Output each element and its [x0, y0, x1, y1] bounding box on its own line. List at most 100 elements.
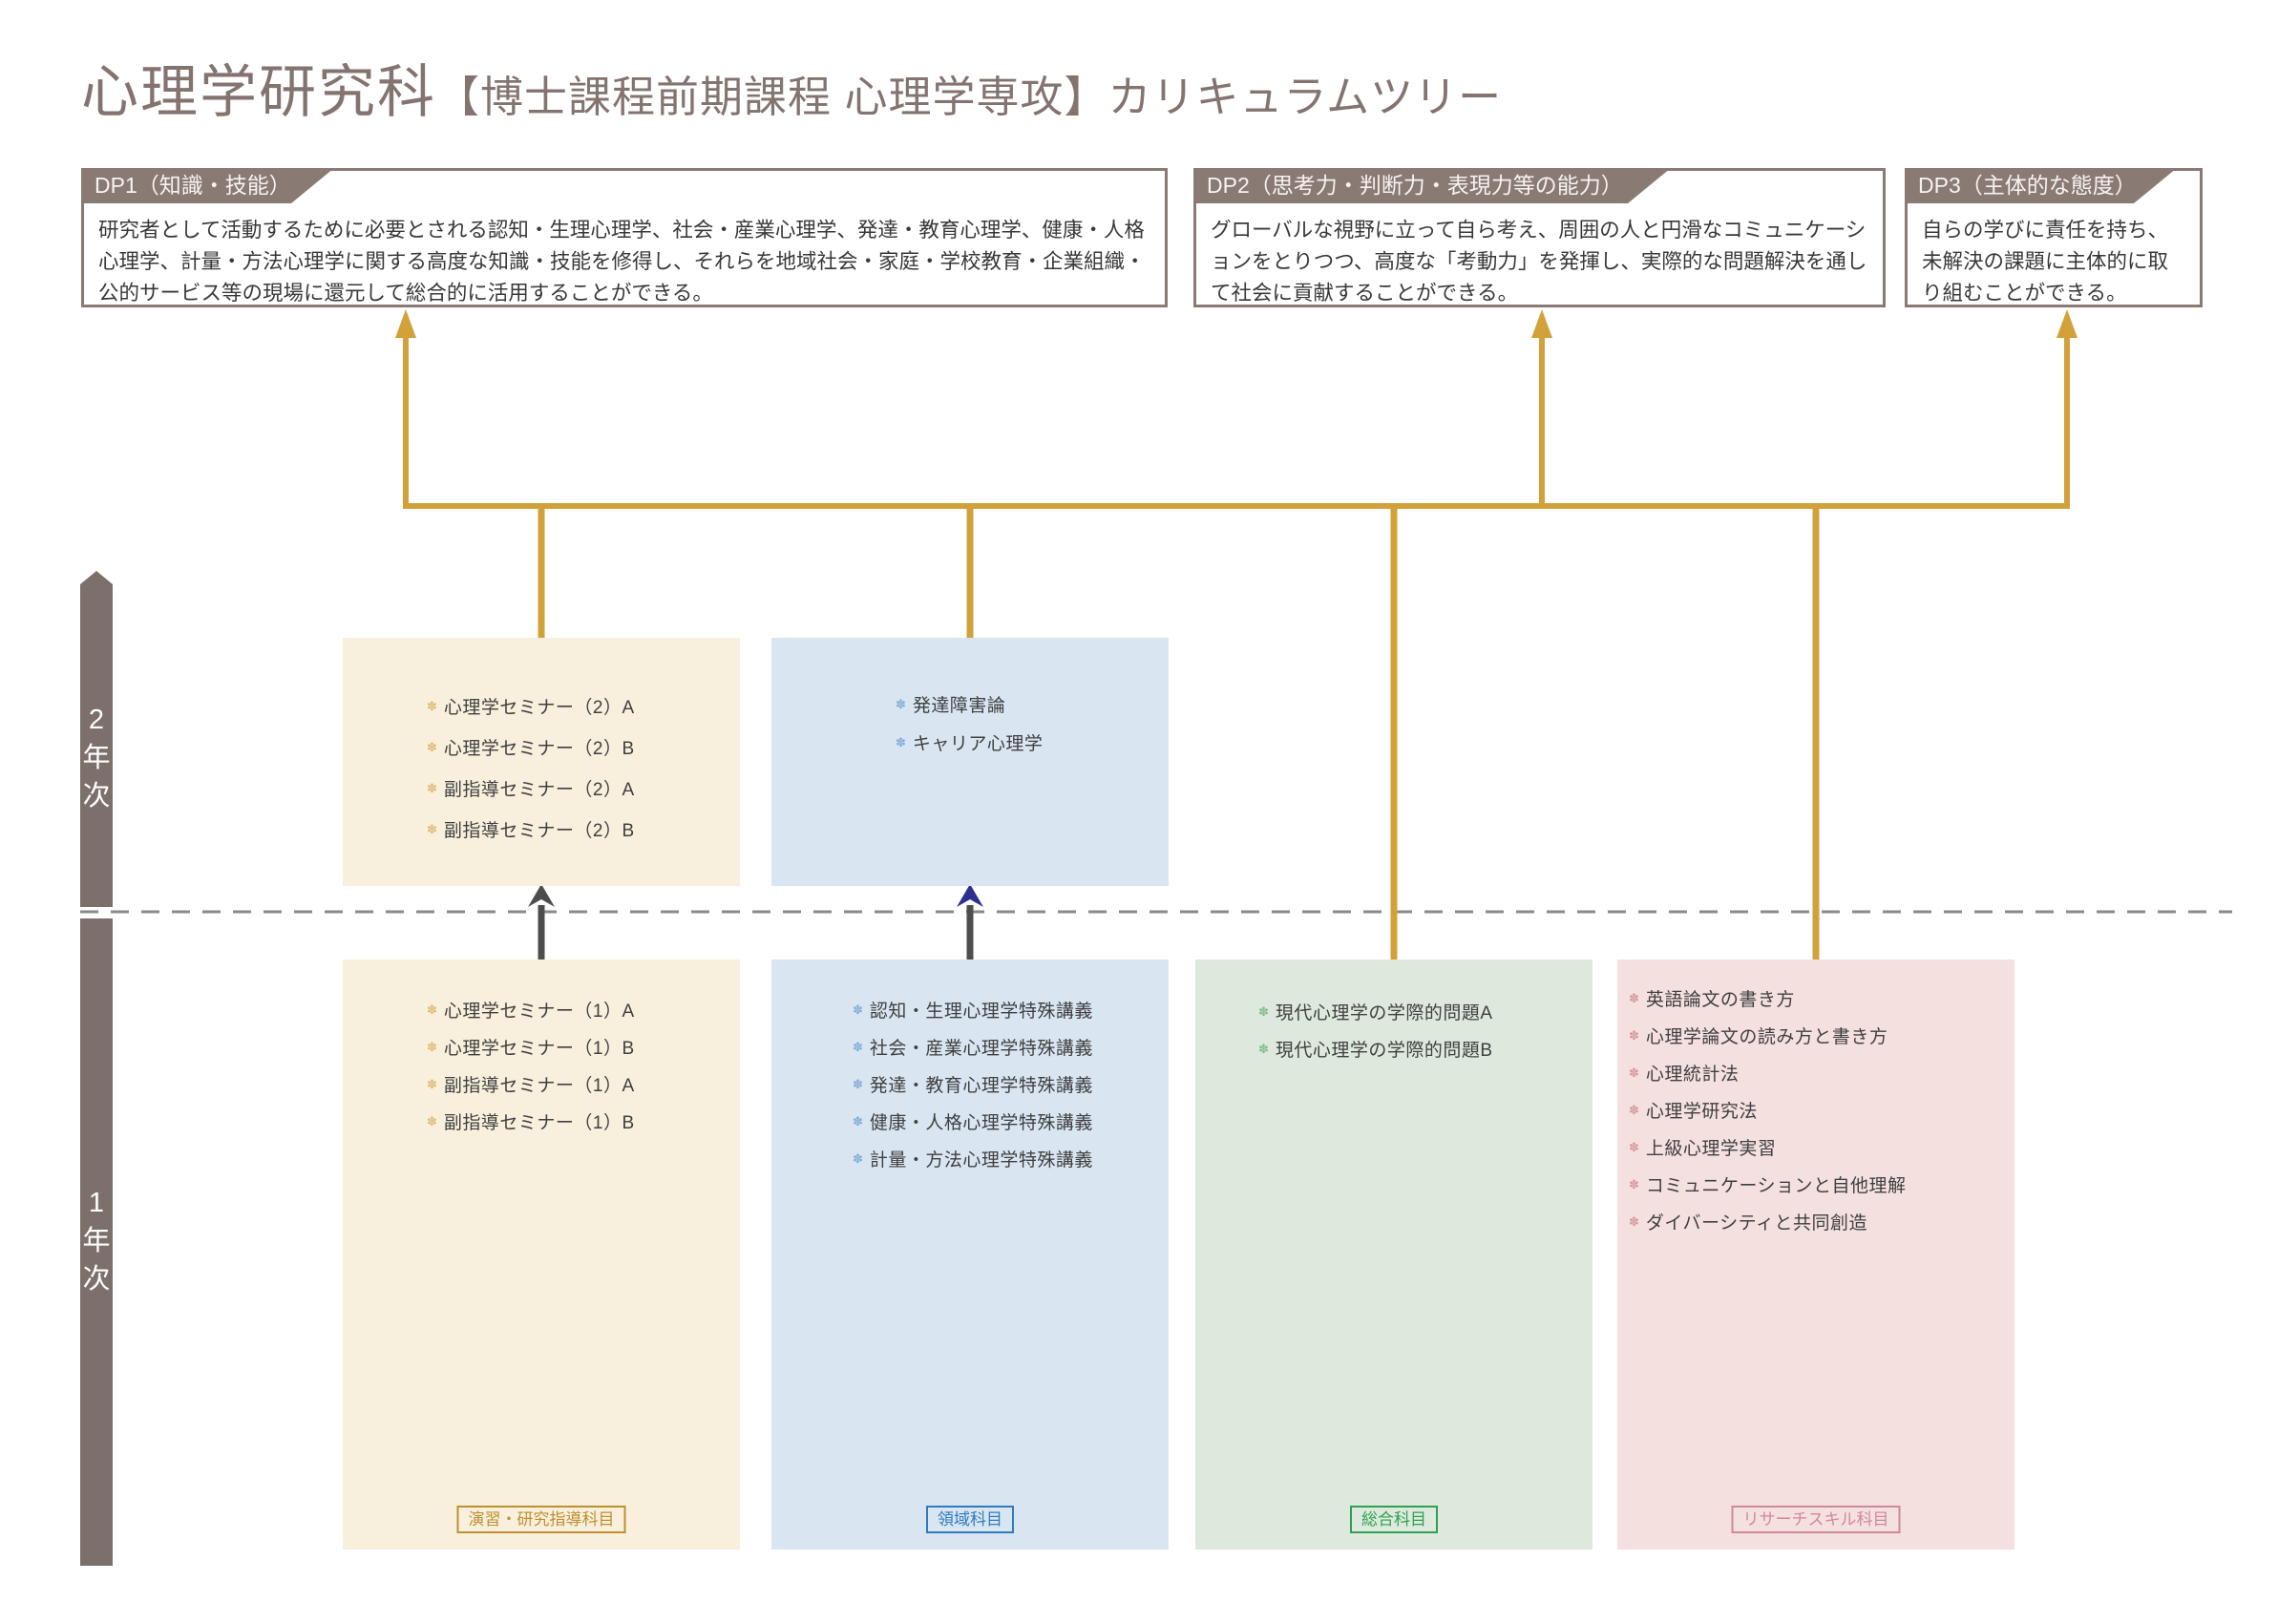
seminar-year1-box: ✽ 心理学セミナー（1）A ✽心理学セミナー（1）B ✽ 副指導セミナー（1）A ✽… — [343, 960, 740, 1550]
flower-bullet-icon: ✽ — [1629, 1065, 1639, 1080]
flower-bullet-icon: ✽ — [427, 1077, 437, 1091]
course-label: 心理統計法 — [1645, 1065, 1740, 1085]
course-label: 副指導セミナー（1）B — [443, 1113, 635, 1133]
course-label: 計量・方法心理学特殊講義 — [869, 1150, 1093, 1171]
up-arrow-dp2-icon — [1531, 309, 1552, 338]
flower-bullet-icon: ✽ — [896, 696, 906, 711]
course-item: ✽心理学研究法 — [1629, 1091, 1907, 1128]
course-label: 心理学論文の読み方と書き方 — [1645, 1027, 1888, 1047]
dp2-tag-label: DP2（思考力・判断力・表現力等の能力） — [1207, 173, 1623, 198]
dp3-description: 自らの学びに責任を持ち、未解決の課題に主体的に取り組むことができる。 — [1922, 219, 2169, 305]
course-label: 心理学セミナー（1）A — [443, 1002, 635, 1022]
course-item: ✽健康・人格心理学特殊講義 — [853, 1103, 1093, 1140]
flower-bullet-icon: ✽ — [1629, 1214, 1639, 1229]
flower-bullet-icon: ✽ — [853, 1040, 863, 1054]
year1-axis-bar: 1年次 — [80, 918, 113, 1566]
gold-drop-line-research — [1812, 506, 1820, 961]
course-item: ✽ コミュニケーションと自他理解 — [1629, 1166, 1907, 1203]
course-item: ✽ 副指導セミナー（2）B — [427, 809, 635, 850]
dp3-tag: DP3（主体的な態度） — [1905, 168, 2177, 203]
gold-drop-line-seminar — [538, 506, 545, 643]
flower-bullet-icon: ✽ — [1629, 1103, 1639, 1117]
dp1-description: 研究者として活動するために必要とされる認知・生理心理学、社会・産業心理学、発達・… — [98, 219, 1146, 305]
course-item: ✽ 心理学セミナー（2）B — [427, 727, 635, 768]
course-item: ✽発達・教育心理学特殊講義 — [853, 1065, 1093, 1103]
course-label: 健康・人格心理学特殊講義 — [869, 1113, 1093, 1133]
year-arrow-seminar-shaft — [538, 905, 545, 960]
course-item: ✽ 上級心理学実習 — [1629, 1128, 1907, 1166]
seminar-year1-course-list: ✽ 心理学セミナー（1）A ✽心理学セミナー（1）B ✽ 副指導セミナー（1）A ✽… — [427, 991, 635, 1140]
gold-riser-dp3 — [2064, 332, 2070, 506]
flower-bullet-icon: ✽ — [427, 1002, 437, 1017]
flower-bullet-icon: ✽ — [1629, 1140, 1639, 1154]
dp3-box: DP3（主体的な態度） 自らの学びに責任を持ち、未解決の課題に主体的に取り組むこ… — [1905, 168, 2203, 307]
flower-bullet-icon: ✽ — [896, 734, 906, 749]
up-arrow-dp1-icon — [395, 309, 416, 338]
flower-bullet-icon: ✽ — [1629, 991, 1639, 1005]
year2-axis-bar: 2年次 — [80, 571, 113, 907]
course-item: ✽ 心理学セミナー（1）A — [427, 991, 635, 1028]
course-label: 上級心理学実習 — [1645, 1139, 1777, 1159]
course-label: キャリア心理学 — [912, 733, 1044, 754]
course-item: ✽認知・生理心理学特殊講義 — [853, 991, 1093, 1028]
course-label: 現代心理学の学際的問題B — [1275, 1041, 1493, 1061]
dp2-box: DP2（思考力・判断力・表現力等の能力） グローバルな視野に立って自ら考え、周囲… — [1193, 168, 1886, 307]
dp2-tag: DP2（思考力・判断力・表現力等の能力） — [1193, 168, 1671, 203]
course-item: ✽心理学セミナー（1）B — [427, 1028, 635, 1065]
course-item: ✽ 発達障害論 — [896, 685, 1043, 723]
course-label: 副指導セミナー（1）A — [443, 1076, 635, 1096]
seminar-year2-box: ✽心理学セミナー（2）A ✽心理学セミナー（2）B ✽副指導セミナー（2）A ✽… — [343, 638, 740, 886]
course-label: コミュニケーションと自他理解 — [1645, 1176, 1907, 1196]
research-skills-course-list: ✽英語論文の書き方 ✽心理学論文の読み方と書き方 ✽心理統計法 ✽心理学研究法 … — [1629, 980, 1907, 1240]
course-item: ✽ キャリア心理学 — [896, 723, 1043, 761]
course-label: ダイバーシティと共同創造 — [1645, 1213, 1868, 1234]
category-label-integrated: 総合科目 — [1350, 1506, 1438, 1533]
course-label: 心理学セミナー（1）B — [443, 1039, 635, 1059]
year-arrow-seminar-head-icon — [528, 884, 555, 907]
seminar-year2-course-list: ✽心理学セミナー（2）A ✽心理学セミナー（2）B ✽副指導セミナー（2）A ✽… — [427, 685, 635, 850]
research-skills-year1-box: ✽英語論文の書き方 ✽心理学論文の読み方と書き方 ✽心理統計法 ✽心理学研究法 … — [1617, 960, 2014, 1550]
page-title-program: 【博士課程前期課程 心理学専攻】 — [436, 73, 1108, 121]
flower-bullet-icon: ✽ — [427, 740, 437, 754]
course-item: ✽計量・方法心理学特殊講義 — [853, 1140, 1093, 1177]
page-title: 心理学研究科 【博士課程前期課程 心理学専攻】 カリキュラムツリー — [81, 46, 1502, 129]
integrated-year1-course-list: ✽現代心理学の学際的問題A ✽現代心理学の学際的問題B — [1258, 993, 1493, 1067]
dp1-box: DP1（知識・技能） 研究者として活動するために必要とされる認知・生理心理学、社… — [81, 168, 1168, 307]
domain-year2-box: ✽ 発達障害論 ✽ キャリア心理学 — [771, 638, 1169, 886]
gold-drop-line-domain — [966, 506, 974, 643]
course-item: ✽副指導セミナー（2）A — [427, 768, 635, 809]
gold-riser-dp2 — [1539, 332, 1545, 506]
course-label: 英語論文の書き方 — [1645, 990, 1795, 1010]
year-arrow-domain-shaft — [966, 905, 974, 960]
course-item: ✽現代心理学の学際的問題A — [1258, 993, 1493, 1030]
course-label: 発達障害論 — [912, 695, 1006, 716]
category-label-research-skills: リサーチスキル科目 — [1731, 1506, 1901, 1533]
domain-year1-box: ✽認知・生理心理学特殊講義 ✽ 社会・産業心理学特殊講義 ✽発達・教育心理学特殊講… — [771, 960, 1169, 1550]
course-item: ✽ 心理統計法 — [1629, 1054, 1907, 1091]
domain-year2-course-list: ✽ 発達障害論 ✽ キャリア心理学 — [896, 685, 1043, 761]
gold-riser-dp1 — [403, 332, 409, 506]
category-label-domain: 領域科目 — [926, 1506, 1014, 1533]
course-label: 現代心理学の学際的問題A — [1275, 1003, 1493, 1023]
page-title-suffix: カリキュラムツリー — [1107, 73, 1503, 121]
flower-bullet-icon: ✽ — [427, 822, 437, 836]
course-item: ✽心理学セミナー（2）A — [427, 685, 635, 727]
year2-label: 2年次 — [82, 705, 111, 812]
course-label: 心理学セミナー（2）B — [443, 739, 635, 759]
course-label: 心理学セミナー（2）A — [443, 698, 635, 718]
domain-year1-course-list: ✽認知・生理心理学特殊講義 ✽ 社会・産業心理学特殊講義 ✽発達・教育心理学特殊講… — [853, 991, 1093, 1177]
course-item: ✽ 英語論文の書き方 — [1629, 980, 1907, 1017]
flower-bullet-icon: ✽ — [1629, 1177, 1639, 1192]
course-item: ✽現代心理学の学際的問題B — [1258, 1030, 1493, 1067]
up-arrow-dp3-icon — [2057, 309, 2078, 338]
course-label: 社会・産業心理学特殊講義 — [869, 1039, 1093, 1059]
course-item: ✽ 社会・産業心理学特殊講義 — [853, 1028, 1093, 1065]
page-title-main: 心理学研究科 — [81, 60, 436, 124]
dp1-tag-label: DP1（知識・技能） — [95, 173, 291, 198]
category-label-seminar: 演習・研究指導科目 — [456, 1506, 626, 1533]
year-arrow-domain-head-icon — [957, 884, 983, 907]
year1-label: 1年次 — [82, 1188, 111, 1295]
flower-bullet-icon: ✽ — [853, 1002, 863, 1017]
course-label: 副指導セミナー（2）B — [443, 821, 635, 841]
